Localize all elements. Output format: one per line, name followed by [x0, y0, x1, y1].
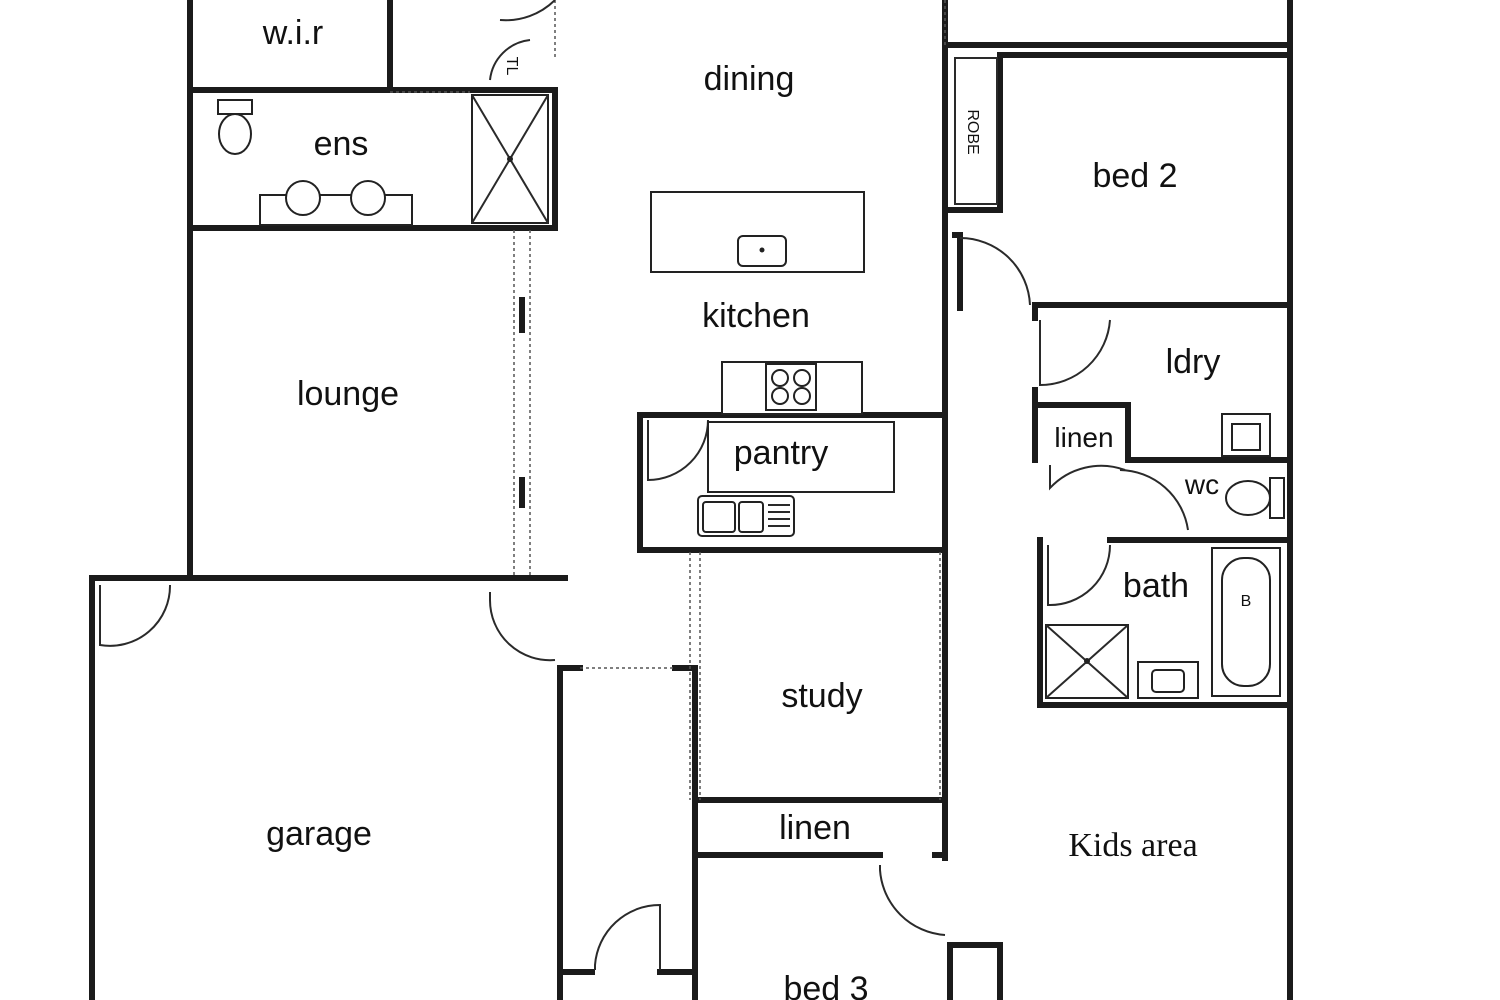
- room-label-lounge: lounge: [297, 375, 399, 413]
- robe-cabinet: [954, 57, 998, 205]
- room-label-pantry: pantry: [734, 434, 829, 472]
- room-label-kitchen: kitchen: [702, 297, 810, 335]
- shower-icon: [471, 94, 549, 224]
- room-label-kids-area: Kids area: [1068, 827, 1197, 864]
- room-labels: w.i.r ens lounge garage dining kitchen p…: [262, 14, 1252, 1000]
- cooktop-icon: [721, 361, 863, 415]
- room-label-wc: wc: [1184, 469, 1219, 500]
- room-label-ens: ens: [314, 125, 369, 163]
- room-label-robe: ROBE: [964, 109, 981, 154]
- room-label-bed3: bed 3: [783, 970, 868, 1000]
- room-label-ldry: ldry: [1166, 343, 1221, 381]
- room-label-bed2: bed 2: [1092, 157, 1177, 195]
- room-label-linen-small: linen: [1054, 422, 1113, 453]
- openings: [390, 0, 946, 800]
- laundry-tub-icon: [1221, 413, 1271, 457]
- bath-vanity-icon: [1137, 661, 1199, 699]
- sink-icon: [697, 495, 795, 537]
- walls: [89, 0, 1293, 1000]
- vanity-icon: [259, 180, 413, 226]
- room-label-linen-hall: linen: [779, 809, 851, 847]
- bathtub-icon: [1211, 547, 1281, 697]
- room-label-wir: w.i.r: [262, 14, 323, 52]
- room-label-bath: bath: [1123, 567, 1189, 605]
- room-label-study: study: [781, 677, 862, 715]
- bath-marker: B: [1241, 593, 1252, 610]
- bath-shower-icon: [1045, 624, 1129, 699]
- room-label-garage: garage: [266, 815, 372, 853]
- pantry-bench: [707, 421, 895, 493]
- room-label-dining: dining: [704, 60, 795, 98]
- kitchen-island: [650, 191, 865, 273]
- tl-marker: TL: [503, 57, 520, 76]
- wc-toilet-icon: [1225, 477, 1285, 519]
- toilet-icon: [217, 99, 253, 155]
- fixtures: [217, 57, 1285, 699]
- doors: [99, 0, 1189, 970]
